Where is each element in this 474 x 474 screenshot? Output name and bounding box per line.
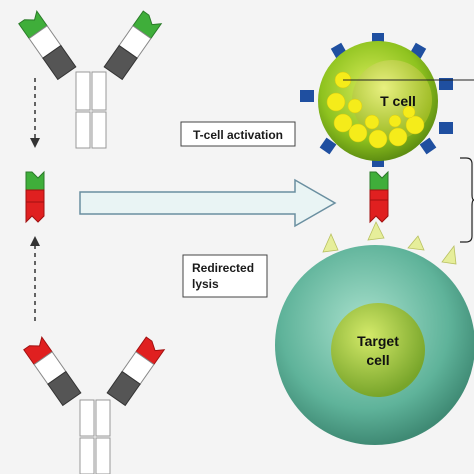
t-cell-label: T cell (380, 93, 416, 109)
target-cell: Target cell (275, 221, 474, 445)
activation-label-box: T-cell activation (180, 121, 296, 147)
dashed-arrow-down (30, 78, 40, 148)
antibody-top (18, 9, 163, 149)
target-antigens (322, 221, 457, 265)
t-cell: T cell (300, 33, 453, 167)
lysis-label-line1: Redirected (192, 261, 254, 275)
target-cell-label-line2: cell (366, 352, 389, 368)
target-cell-label-line1: Target (357, 333, 399, 349)
process-arrow (79, 178, 337, 228)
bispecific-fragment-left (25, 170, 45, 224)
lysis-label-box: Redirected lysis (182, 254, 268, 298)
bispecific-fragment-right (369, 170, 389, 224)
activation-label: T-cell activation (193, 128, 283, 142)
synapse-bracket (460, 157, 474, 243)
t-cell-receptors (300, 33, 453, 167)
lysis-label-line2: lysis (192, 277, 219, 291)
antibody-bottom (23, 335, 166, 474)
dashed-arrow-up (30, 236, 40, 322)
